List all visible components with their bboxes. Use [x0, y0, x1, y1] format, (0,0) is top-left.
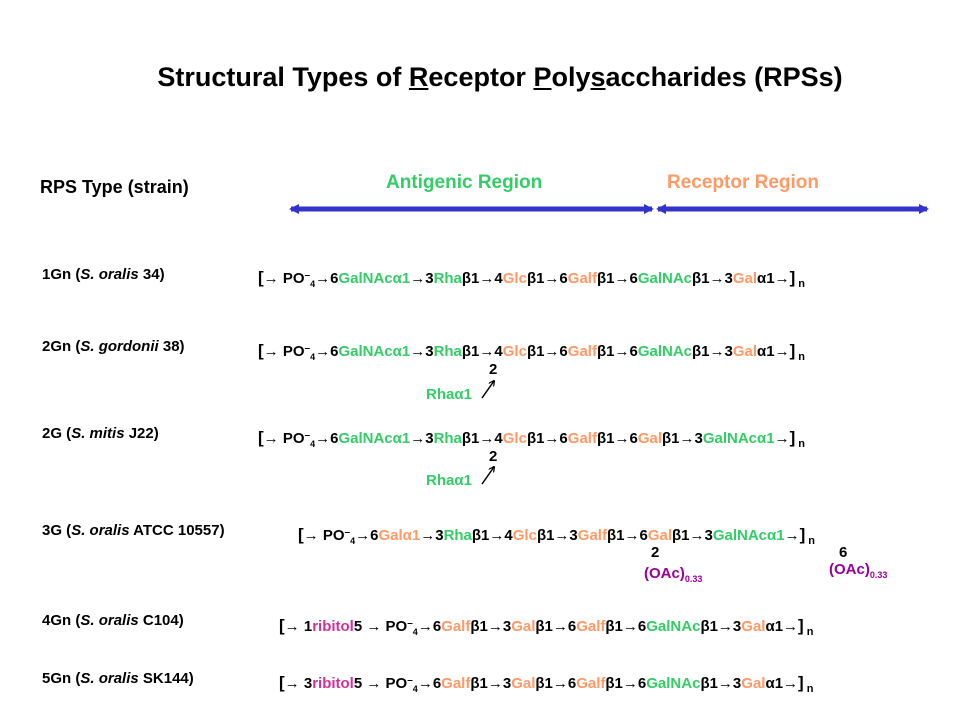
receptor-region-label: Receptor Region	[667, 172, 820, 193]
formula-5gn: [→ 3ribitol5 → PO–4→6Galfβ1→3Galβ1→6Galf…	[279, 673, 814, 695]
branch-position-2gn: 2	[489, 361, 498, 378]
formula-2g: [→ PO–4→6GalNAcα1→3Rhaβ1→4Glcβ1→6Galfβ1→…	[258, 428, 806, 450]
formula-1gn: [→ PO–4→6GalNAcα1→3Rhaβ1→4Glcβ1→6Galfβ1→…	[258, 268, 806, 290]
oac-position-6: 6	[839, 544, 848, 561]
strain-label-4gn: 4Gn (S. oralis C104)	[42, 612, 184, 629]
branch-rha-2g: Rhaα1	[426, 472, 472, 489]
strain-label-2gn: 2Gn (S. gordonii 38)	[42, 338, 185, 355]
oac-label-1: (OAc)0.33	[644, 565, 703, 584]
strain-label-3g: 3G (S. oralis ATCC 10557)	[42, 522, 225, 539]
formula-2gn: [→ PO–4→6GalNAcα1→3Rhaβ1→4Glcβ1→6Galfβ1→…	[258, 341, 806, 363]
page-title: Structural Types of Receptor Polysacchar…	[157, 62, 843, 92]
branch-arrow-1	[481, 381, 494, 399]
antigenic-region-label: Antigenic Region	[386, 172, 543, 193]
strain-label-5gn: 5Gn (S. oralis SK144)	[42, 670, 194, 687]
rps-type-header: RPS Type (strain)	[40, 177, 189, 197]
formula-4gn: [→ 1ribitol5 → PO–4→6Galfβ1→3Galβ1→6Galf…	[279, 616, 814, 638]
branch-position-2g: 2	[489, 448, 498, 465]
branch-arrow-2	[481, 467, 494, 485]
formula-3g: [→ PO–4→6Galα1→3Rhaβ1→4Glcβ1→3Galfβ1→6Ga…	[298, 525, 816, 547]
strain-label-1gn: 1Gn (S. oralis 34)	[42, 266, 165, 283]
oac-position-2: 2	[651, 544, 660, 561]
oac-label-2: (OAc)0.33	[829, 561, 888, 580]
strain-label-2g: 2G (S. mitis J22)	[42, 425, 159, 442]
branch-rha-2gn: Rhaα1	[426, 386, 472, 403]
